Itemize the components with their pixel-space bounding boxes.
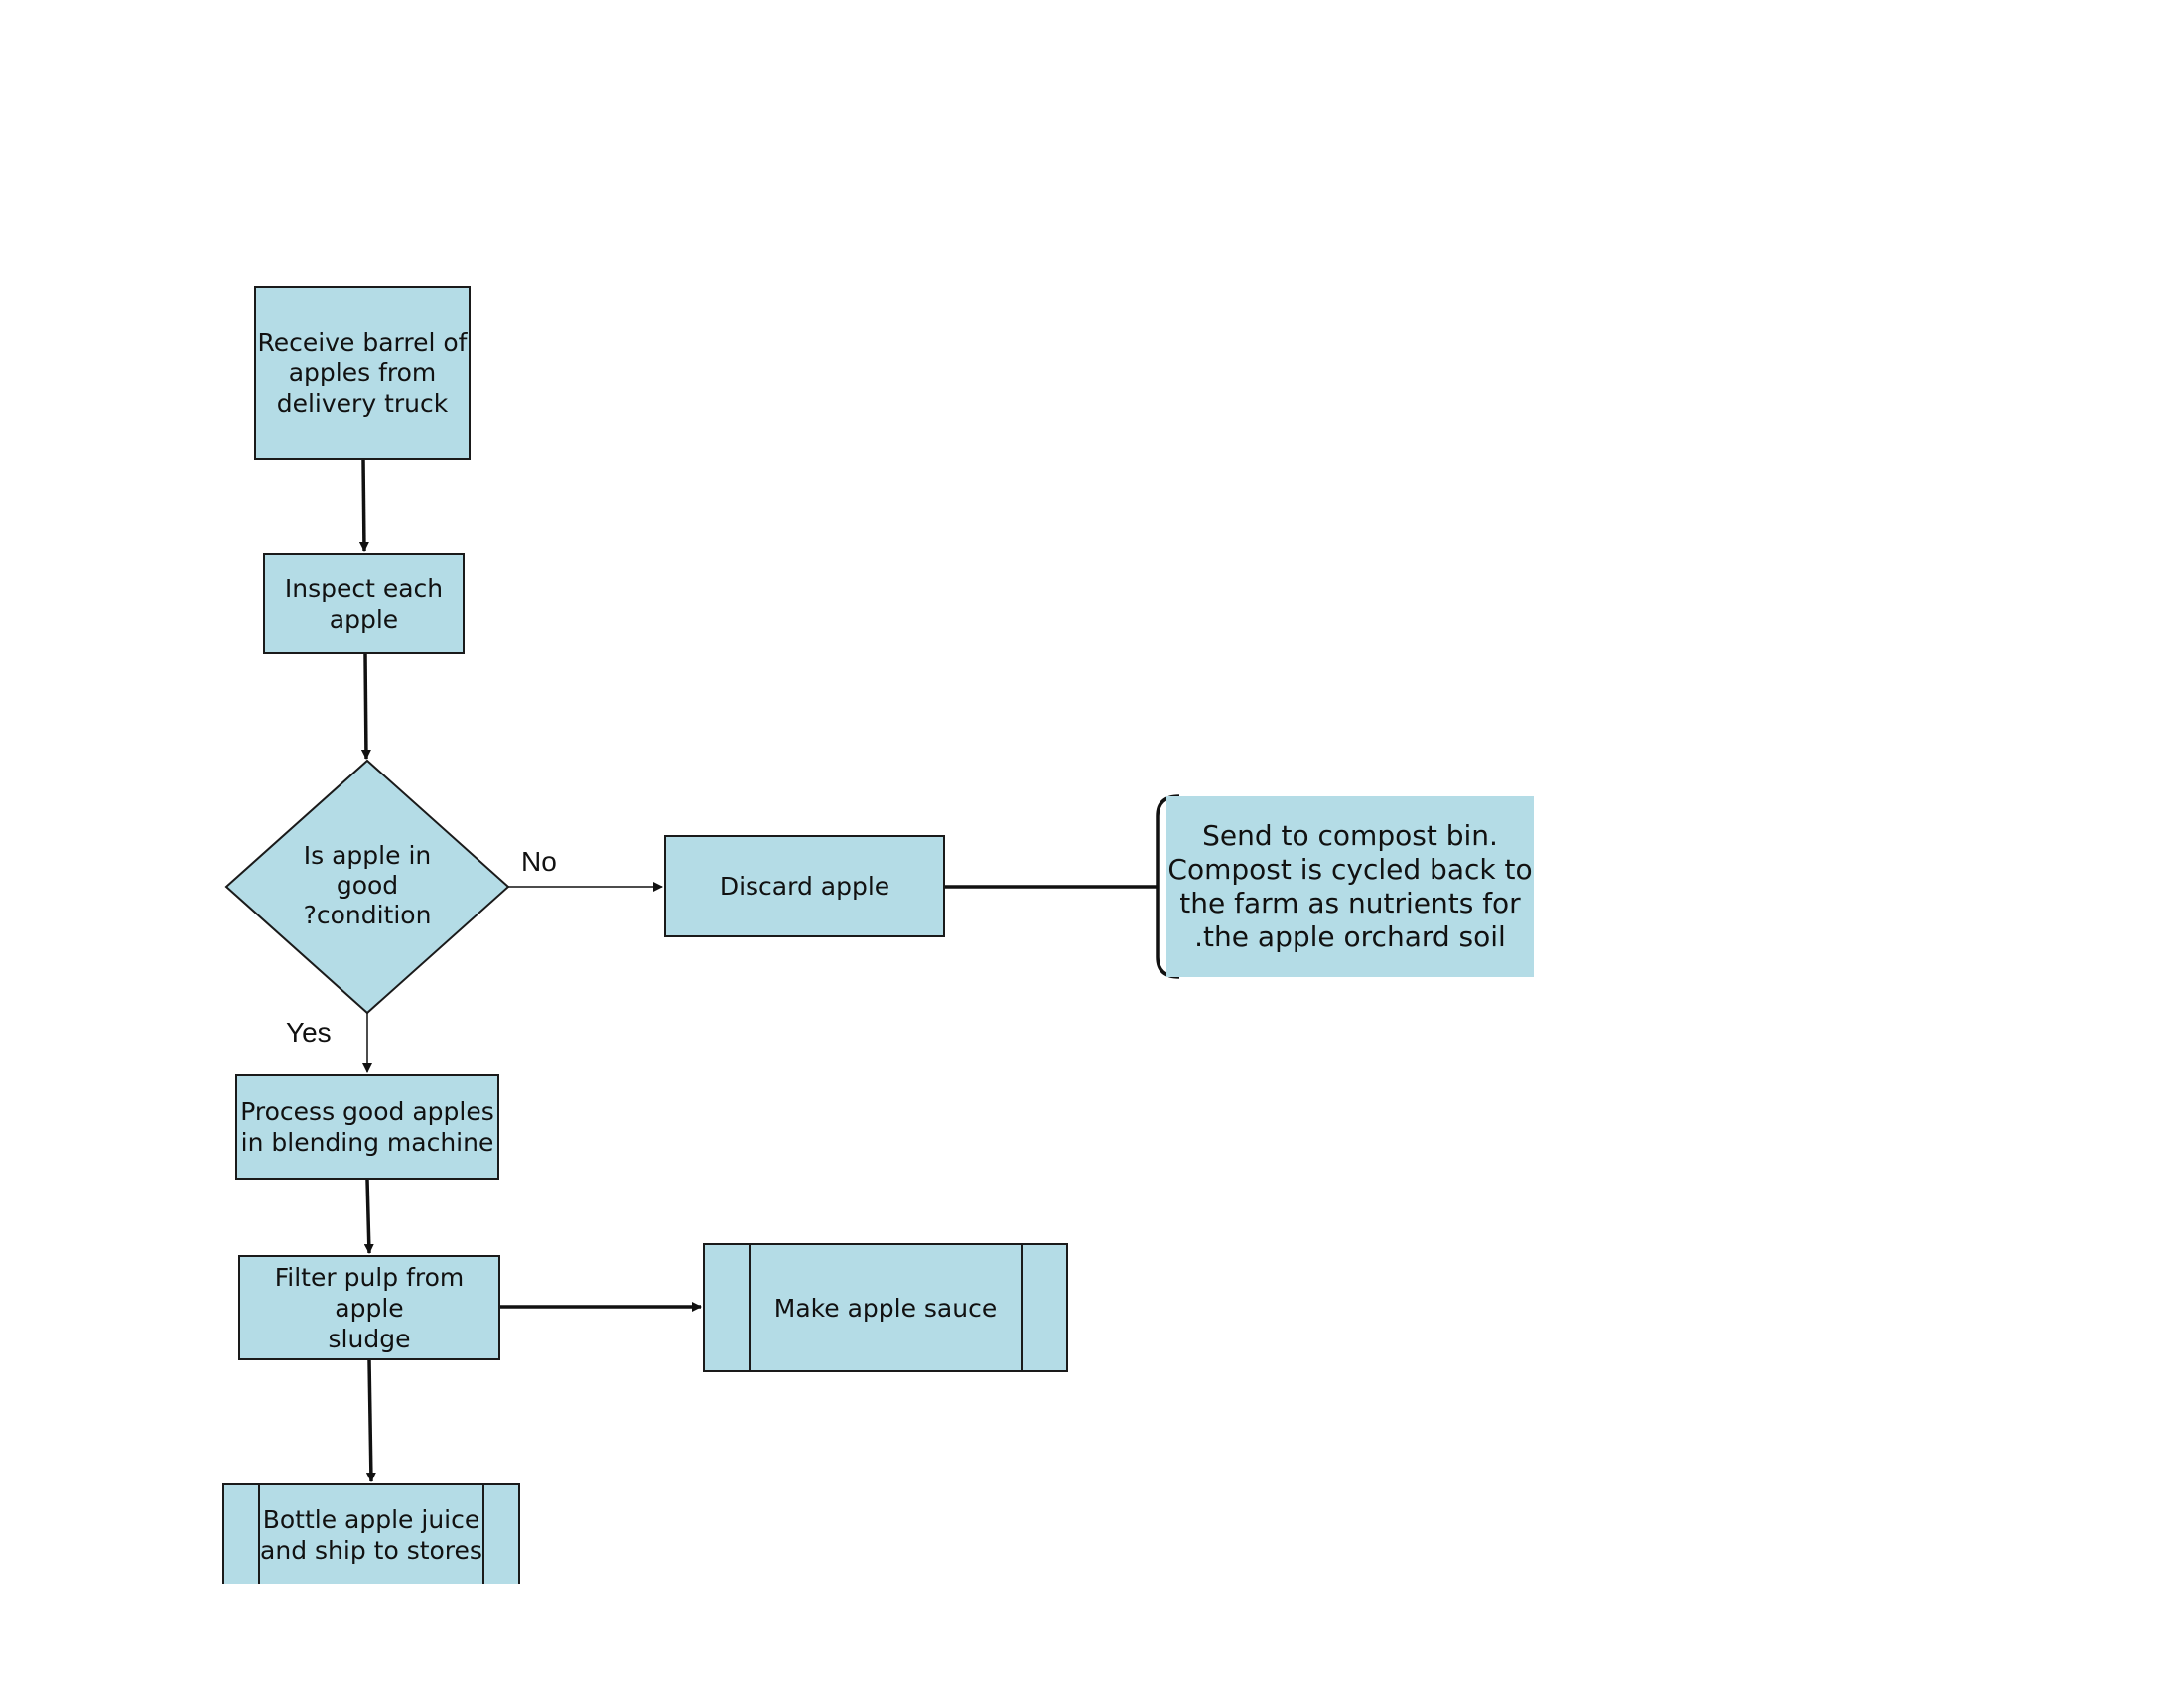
arrow-inspect-to-decision [360,653,371,760]
node-discard-apple-text: Discard apple [719,872,890,901]
arrow-filter-to-bottle [365,1359,376,1482]
node-process-blending: Process good apples in blending machine [235,1074,499,1180]
edge-label-yes: Yes [286,1017,332,1048]
edge-label-no: No [521,846,557,877]
node-inspect-apple: Inspect each apple [263,553,465,654]
compost-note-text: Send to compost bin. Compost is cycled b… [1167,819,1533,953]
node-process-blending-text: Process good apples in blending machine [240,1097,494,1157]
compost-note: Send to compost bin. Compost is cycled b… [1166,796,1534,977]
node-receive-barrel: Receive barrel of apples from delivery t… [254,286,471,460]
arrow-receive-to-inspect [358,459,369,552]
node-bottle-apple-juice-text: Bottle apple juice and ship to stores [260,1504,482,1565]
node-receive-barrel-text: Receive barrel of apples from delivery t… [257,328,468,418]
node-make-apple-sauce-text: Make apple sauce [773,1293,998,1323]
decision-text: Is apple in good ?condition [303,841,432,929]
node-make-apple-sauce: Make apple sauce [703,1243,1068,1372]
node-inspect-apple-text: Inspect each apple [284,574,444,633]
node-filter-pulp: Filter pulp from apple sludge [238,1255,500,1360]
arrow-process-to-filter [363,1179,374,1254]
node-bottle-apple-juice: Bottle apple juice and ship to stores [222,1483,520,1584]
node-filter-pulp-text: Filter pulp from apple sludge [274,1262,465,1353]
node-discard-apple: Discard apple [664,835,945,937]
